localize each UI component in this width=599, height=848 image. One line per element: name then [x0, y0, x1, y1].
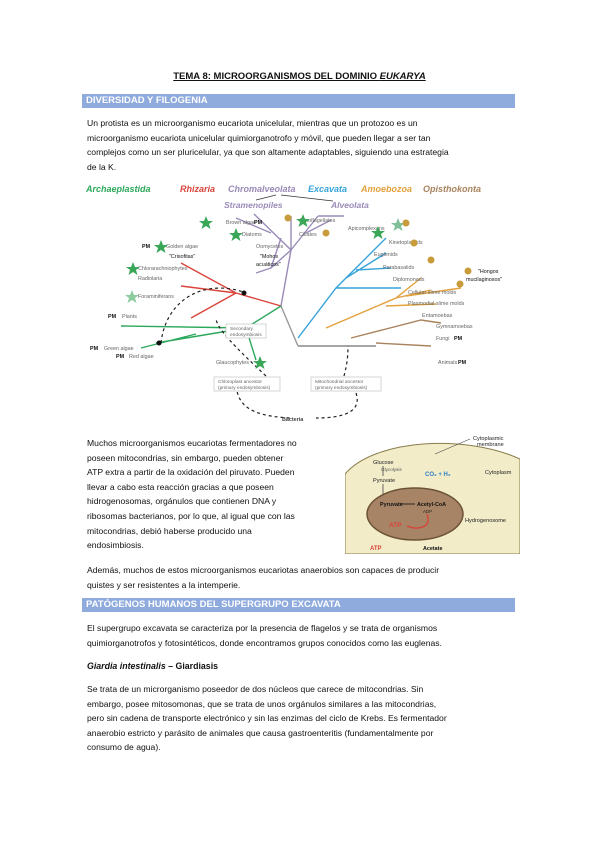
- svg-text:membrane: membrane: [477, 442, 504, 448]
- svg-text:Glucose: Glucose: [373, 460, 394, 466]
- svg-text:Chloroplast ancestor: Chloroplast ancestor: [218, 379, 262, 385]
- page-title: TEMA 8: MICROORGANISMOS DEL DOMINIO EUKA…: [173, 71, 426, 82]
- svg-text:Mitochondrial ancestor: Mitochondrial ancestor: [315, 379, 364, 385]
- svg-text:Golden algae: Golden algae: [166, 244, 198, 250]
- svg-text:Diatoms: Diatoms: [242, 232, 262, 238]
- svg-text:Diplomonads: Diplomonads: [393, 277, 425, 283]
- svg-text:(primary endosymbiosis): (primary endosymbiosis): [218, 385, 271, 391]
- svg-text:Fungi: Fungi: [436, 336, 450, 342]
- supergroup-chromalveolata: Chromalveolata: [228, 184, 296, 194]
- svg-text:ADP: ADP: [423, 509, 432, 514]
- svg-text:Dinoflagellates: Dinoflagellates: [300, 218, 336, 224]
- svg-text:Green algae: Green algae: [104, 346, 134, 352]
- svg-text:"Crisofitas": "Crisofitas": [169, 254, 195, 260]
- section-header-patogenos: PATÓGENOS HUMANOS DEL SUPERGRUPO EXCAVAT…: [82, 598, 515, 612]
- svg-text:Radiolaria: Radiolaria: [138, 276, 162, 282]
- svg-text:Acetyl-CoA: Acetyl-CoA: [417, 502, 446, 508]
- svg-text:Pyruvate: Pyruvate: [380, 502, 403, 508]
- svg-text:PM: PM: [458, 360, 467, 366]
- svg-text:Entamoebas: Entamoebas: [422, 313, 453, 319]
- subheading-giardia: Giardia intestinalis – Giardiasis: [87, 661, 219, 671]
- svg-text:Secondary: Secondary: [230, 326, 254, 332]
- svg-text:(primary endosymbiosis): (primary endosymbiosis): [315, 385, 368, 391]
- svg-text:Chlorarachniophytes: Chlorarachniophytes: [138, 266, 188, 272]
- subgroup-stramenopiles: Stramenopiles: [224, 200, 283, 210]
- paragraph-quistes: Además, muchos de estos microorganismos …: [87, 565, 440, 590]
- subgroup-alveolata: Alveolata: [330, 200, 369, 210]
- svg-text:Red algae: Red algae: [129, 354, 154, 360]
- svg-text:Gymnamoebas: Gymnamoebas: [436, 324, 473, 330]
- svg-text:Ciliates: Ciliates: [299, 232, 317, 238]
- svg-text:mucilaginosos": mucilaginosos": [466, 277, 502, 283]
- svg-text:Kinetoplastids: Kinetoplastids: [389, 240, 423, 246]
- svg-text:Plants: Plants: [122, 314, 137, 320]
- supergroup-amoebozoa: Amoebozoa: [360, 184, 412, 194]
- svg-text:Cellular slime molds: Cellular slime molds: [408, 290, 457, 296]
- paragraph-intro: Un protista es un microorganismo eucario…: [87, 118, 449, 172]
- paragraph-hydrogenosomes: Muchos microorganismos eucariotas fermen…: [87, 438, 297, 551]
- svg-text:PM: PM: [108, 314, 117, 320]
- svg-text:Brown algae: Brown algae: [226, 220, 256, 226]
- svg-text:Oomycetes: Oomycetes: [256, 244, 284, 250]
- supergroup-excavata: Excavata: [308, 184, 347, 194]
- svg-text:PM: PM: [454, 336, 463, 342]
- section-header-diversidad: DIVERSIDAD Y FILOGENIA: [82, 94, 515, 108]
- svg-text:Cytoplasm: Cytoplasm: [485, 470, 512, 476]
- supergroup-opisthokonta: Opisthokonta: [423, 184, 481, 194]
- svg-text:Bacteria: Bacteria: [282, 417, 304, 423]
- svg-text:"Hongos: "Hongos: [478, 269, 499, 275]
- svg-text:Parabasalids: Parabasalids: [383, 265, 414, 271]
- svg-text:"Mohos: "Mohos: [260, 254, 278, 260]
- phylogeny-tree-figure: Archaeplastida Rhizaria Chromalveolata E…: [86, 184, 502, 423]
- svg-text:ATP: ATP: [370, 546, 382, 552]
- svg-text:Apicomplexans: Apicomplexans: [348, 226, 385, 232]
- supergroup-archaeplastida: Archaeplastida: [86, 184, 151, 194]
- svg-text:PM: PM: [116, 354, 125, 360]
- svg-text:Hydrogenosome: Hydrogenosome: [465, 518, 506, 524]
- svg-text:Euglenids: Euglenids: [374, 252, 398, 258]
- svg-text:PM: PM: [254, 220, 263, 226]
- svg-text:endosymbiosis: endosymbiosis: [230, 332, 262, 338]
- paragraph-excavata: El supergrupo excavata se caracteriza po…: [87, 623, 442, 648]
- svg-text:PM: PM: [90, 346, 99, 352]
- svg-text:PM: PM: [142, 244, 151, 250]
- svg-text:Cytoplasmic: Cytoplasmic: [473, 436, 504, 442]
- paragraph-giardia: Se trata de un microrganismo poseedor de…: [87, 684, 447, 753]
- svg-text:Glycolysis: Glycolysis: [381, 467, 402, 472]
- svg-text:Glaucophytes: Glaucophytes: [216, 360, 249, 366]
- svg-text:acuáticos": acuáticos": [256, 262, 281, 268]
- supergroup-rhizaria: Rhizaria: [180, 184, 215, 194]
- svg-text:ATP: ATP: [389, 522, 402, 529]
- svg-text:Plasmodial slime molds: Plasmodial slime molds: [408, 301, 465, 307]
- svg-text:CO₂ + H₂: CO₂ + H₂: [425, 472, 451, 478]
- svg-text:Acetate: Acetate: [423, 546, 442, 552]
- svg-text:Animals: Animals: [438, 360, 457, 366]
- hydrogenosome-diagram: Cytoplasmic membrane Cytoplasm Glucose G…: [345, 436, 520, 554]
- svg-text:Foraminiferans: Foraminiferans: [138, 294, 174, 300]
- svg-text:Pyruvate: Pyruvate: [373, 478, 395, 484]
